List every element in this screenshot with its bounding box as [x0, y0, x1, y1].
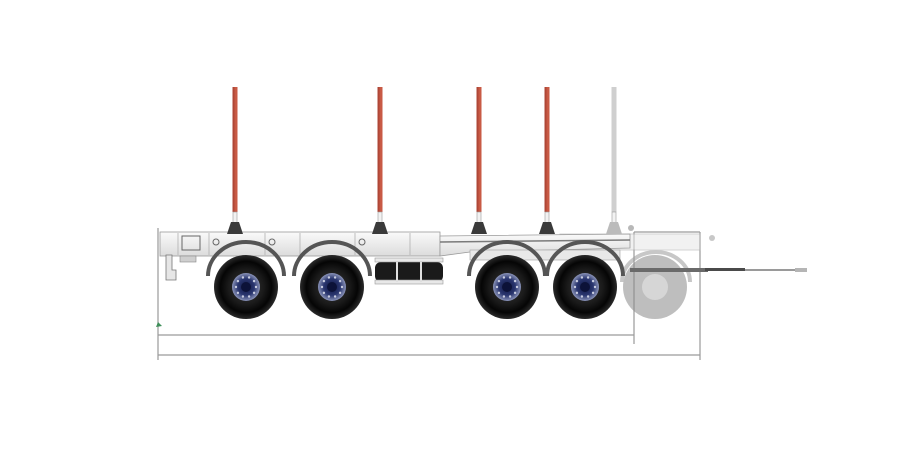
ghost-hub-icon [642, 274, 668, 300]
stake [227, 87, 243, 234]
wheel [545, 240, 625, 319]
fender [545, 240, 625, 277]
wheel [467, 240, 547, 319]
ghost-light-icon [709, 235, 715, 241]
landing-leg [165, 254, 177, 281]
rear-subframe [469, 249, 621, 261]
stake [471, 87, 487, 234]
fender [206, 240, 286, 277]
drawbar-section [705, 268, 745, 271]
origin-marker-icon [156, 322, 162, 327]
tank-strap-top [374, 257, 444, 263]
wheels [206, 240, 625, 319]
stake [539, 87, 555, 234]
air-tank [375, 262, 443, 282]
wheel [292, 240, 372, 319]
drawbar-eye [795, 268, 807, 272]
tank-strap-bottom [374, 279, 444, 285]
front-bracket [179, 255, 197, 263]
log-stakes [227, 87, 622, 234]
frame-bolt-icon [358, 238, 366, 246]
frame-bolt-icon [268, 238, 276, 246]
drawbar [628, 225, 807, 272]
fender [467, 240, 547, 277]
fender [292, 240, 372, 277]
stake-ghost [606, 87, 622, 234]
rear-light-icon [628, 225, 634, 231]
frame-bolt-icon [212, 238, 220, 246]
dimension-lines [157, 228, 701, 360]
drawbar-extension [745, 269, 805, 271]
drawbar-tube [630, 268, 708, 272]
frame-bracket [181, 235, 201, 251]
frame-rail [439, 239, 631, 243]
stake [372, 87, 388, 234]
wheel [206, 240, 286, 319]
chassis-frame [159, 231, 631, 285]
